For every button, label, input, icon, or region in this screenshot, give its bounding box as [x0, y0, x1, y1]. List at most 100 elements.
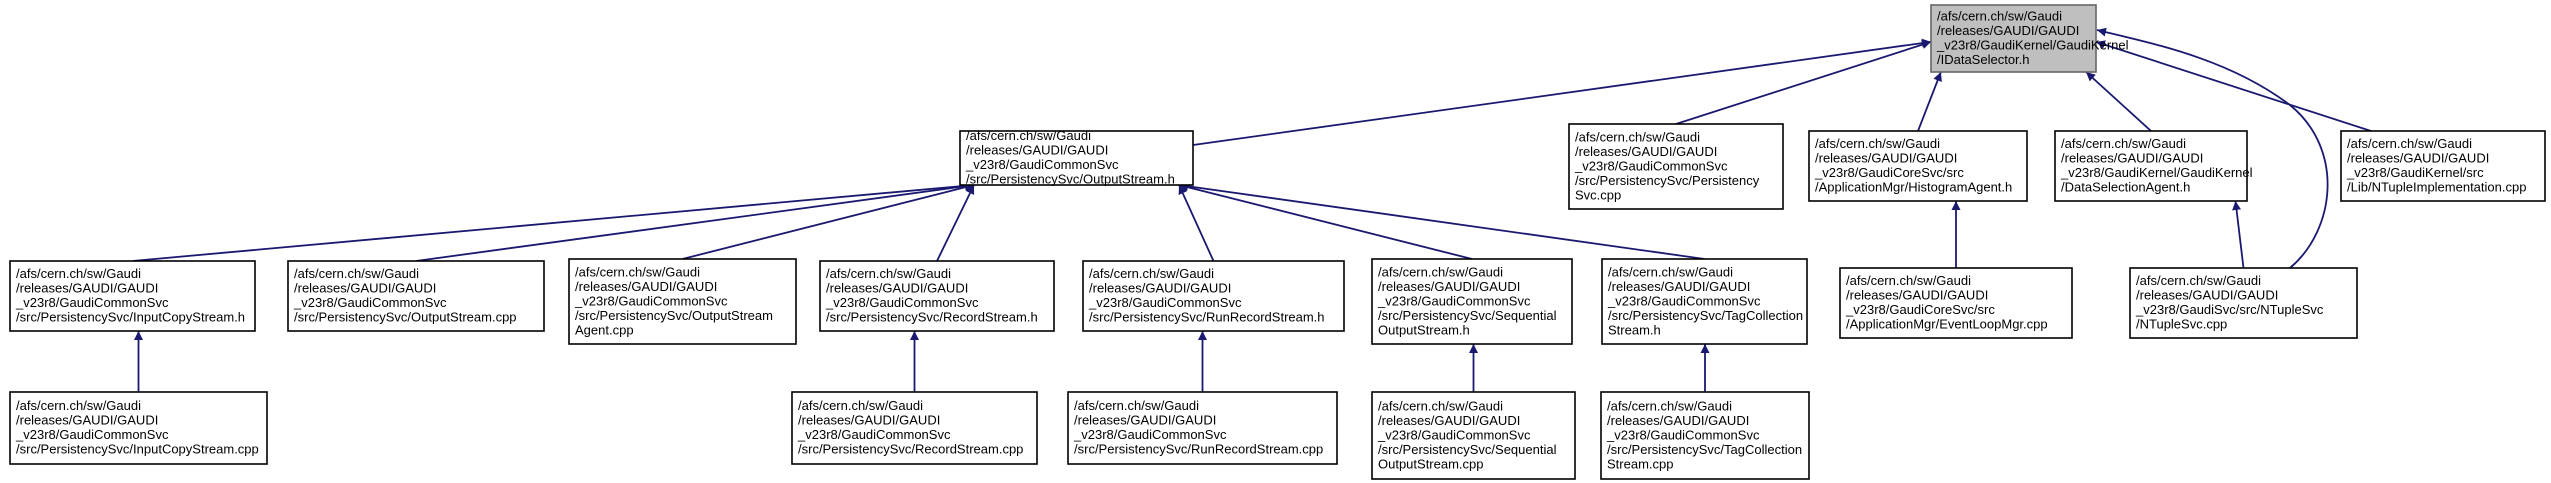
node-box: [1067, 391, 1338, 465]
node-label-line: /ApplicationMgr/EventLoopMgr.cpp: [1846, 317, 2048, 332]
node-label-line: _v23r8/GaudiCommonSvc: [965, 157, 1119, 172]
node-tagcollectionstream_cpp[interactable]: /afs/cern.ch/sw/Gaudi/releases/GAUDI/GAU…: [1600, 391, 1810, 480]
node-label-line: OutputStream.h: [1378, 322, 1470, 337]
node-label-line: /releases/GAUDI/GAUDI: [1937, 23, 2079, 38]
edges-layer: [132, 27, 2372, 392]
node-ntuplesvc_cpp[interactable]: /afs/cern.ch/sw/Gaudi/releases/GAUDI/GAU…: [2129, 267, 2358, 339]
edge-recordstream_h-to-outputstream_h: [936, 184, 975, 262]
node-dataselectionagent_h[interactable]: /afs/cern.ch/sw/Gaudi/releases/GAUDI/GAU…: [2054, 130, 2253, 202]
node-label-line: Svc.cpp: [1575, 187, 1621, 202]
node-label-line: _v23r8/GaudiCommonSvc: [1606, 427, 1760, 442]
nodes-layer: /afs/cern.ch/sw/Gaudi/releases/GAUDI/GAU…: [9, 4, 2546, 480]
node-label-line: /src/PersistencySvc/OutputStream.h: [966, 172, 1175, 187]
node-box: [1371, 258, 1573, 345]
node-label-line: /releases/GAUDI/GAUDI: [1607, 413, 1749, 428]
node-recordstream_h[interactable]: /afs/cern.ch/sw/Gaudi/releases/GAUDI/GAU…: [819, 260, 1055, 332]
node-outputstreamagent_cpp[interactable]: /afs/cern.ch/sw/Gaudi/releases/GAUDI/GAU…: [568, 258, 797, 345]
edge-persistencysvc_cpp-to-idataselector_h: [1675, 40, 1932, 125]
node-label-line: /IDataSelector.h: [1937, 52, 2030, 67]
node-box: [959, 130, 1194, 186]
edge-outputstream_cpp-to-outputstream_h: [415, 181, 975, 262]
node-label-line: /src/PersistencySvc/Sequential: [1378, 442, 1557, 457]
node-label-line: /src/PersistencySvc/OutputStream.cpp: [294, 310, 517, 325]
node-label-line: _v23r8/GaudiCommonSvc: [293, 295, 447, 310]
node-label-line: /afs/cern.ch/sw/Gaudi: [2136, 273, 2261, 288]
edge-ntupleimplementation_cpp-to-idataselector_h: [2095, 40, 2372, 132]
node-label-line: /releases/GAUDI/GAUDI: [1074, 413, 1216, 428]
node-recordstream_cpp[interactable]: /afs/cern.ch/sw/Gaudi/releases/GAUDI/GAU…: [791, 391, 1038, 465]
node-box: [9, 260, 256, 332]
node-inputcopystream_h[interactable]: /afs/cern.ch/sw/Gaudi/releases/GAUDI/GAU…: [9, 260, 256, 332]
edge-histogramagent_h-to-idataselector_h: [1917, 71, 1942, 132]
node-label-line: /releases/GAUDI/GAUDI: [575, 279, 717, 294]
node-box: [9, 391, 268, 465]
node-label-line: _v23r8/GaudiCommonSvc: [1073, 427, 1227, 442]
node-label-line: _v23r8/GaudiCoreSvc/src: [1814, 165, 1964, 180]
node-box: [1371, 391, 1576, 480]
node-label-line: /releases/GAUDI/GAUDI: [1815, 151, 1957, 166]
node-label-line: /afs/cern.ch/sw/Gaudi: [826, 266, 951, 281]
node-label-line: /releases/GAUDI/GAUDI: [1846, 288, 1988, 303]
edge-dataselectionagent_h-to-idataselector_h: [2085, 71, 2152, 132]
node-tagcollectionstream_h[interactable]: /afs/cern.ch/sw/Gaudi/releases/GAUDI/GAU…: [1601, 258, 1808, 345]
node-box: [2054, 130, 2248, 202]
node-label-line: /releases/GAUDI/GAUDI: [16, 281, 158, 296]
node-label-line: /src/PersistencySvc/RecordStream.h: [826, 310, 1038, 325]
edge-ntuplesvc_cpp-to-idataselector_h: [2096, 27, 2329, 269]
node-sequentialoutputstream_h[interactable]: /afs/cern.ch/sw/Gaudi/releases/GAUDI/GAU…: [1371, 258, 1573, 345]
node-label-line: /releases/GAUDI/GAUDI: [1378, 279, 1520, 294]
node-label-line: /NTupleSvc.cpp: [2136, 317, 2227, 332]
node-histogramagent_h[interactable]: /afs/cern.ch/sw/Gaudi/releases/GAUDI/GAU…: [1808, 130, 2028, 202]
node-runrecordstream_cpp[interactable]: /afs/cern.ch/sw/Gaudi/releases/GAUDI/GAU…: [1067, 391, 1338, 465]
node-sequentialoutputstream_cpp[interactable]: /afs/cern.ch/sw/Gaudi/releases/GAUDI/GAU…: [1371, 391, 1576, 480]
node-label-line: /releases/GAUDI/GAUDI: [1089, 281, 1231, 296]
node-label-line: /afs/cern.ch/sw/Gaudi: [1937, 9, 2062, 24]
node-outputstream_cpp[interactable]: /afs/cern.ch/sw/Gaudi/releases/GAUDI/GAU…: [287, 260, 545, 332]
node-label-line: _v23r8/GaudiCommonSvc: [1377, 427, 1531, 442]
node-box: [1082, 260, 1345, 332]
node-inputcopystream_cpp[interactable]: /afs/cern.ch/sw/Gaudi/releases/GAUDI/GAU…: [9, 391, 268, 465]
node-label-line: /src/PersistencySvc/OutputStream: [575, 308, 773, 323]
node-label-line: /afs/cern.ch/sw/Gaudi: [2061, 136, 2186, 151]
node-persistencysvc_cpp[interactable]: /afs/cern.ch/sw/Gaudi/releases/GAUDI/GAU…: [1568, 123, 1784, 210]
edge-inputcopystream_h-to-outputstream_h: [132, 181, 975, 262]
node-label-line: /src/PersistencySvc/TagCollection: [1607, 442, 1802, 457]
node-label-line: /afs/cern.ch/sw/Gaudi: [294, 266, 419, 281]
node-label-line: /src/PersistencySvc/Persistency: [1575, 173, 1760, 188]
node-label-line: /releases/GAUDI/GAUDI: [1608, 279, 1750, 294]
node-box: [819, 260, 1055, 332]
node-ntupleimplementation_cpp[interactable]: /afs/cern.ch/sw/Gaudi/releases/GAUDI/GAU…: [2340, 130, 2546, 202]
node-label-line: /afs/cern.ch/sw/Gaudi: [575, 264, 700, 279]
node-label-line: /releases/GAUDI/GAUDI: [826, 281, 968, 296]
node-label-line: _v23r8/GaudiSvc/src/NTupleSvc: [2135, 302, 2324, 317]
node-label-line: /releases/GAUDI/GAUDI: [16, 413, 158, 428]
node-outputstream_h[interactable]: /afs/cern.ch/sw/Gaudi/releases/GAUDI/GAU…: [959, 128, 1194, 187]
node-box: [1601, 258, 1808, 345]
node-label-line: /src/PersistencySvc/RunRecordStream.cpp: [1074, 442, 1323, 457]
node-label-line: /afs/cern.ch/sw/Gaudi: [1074, 398, 1199, 413]
node-label-line: Agent.cpp: [575, 322, 634, 337]
node-label-line: /releases/GAUDI/GAUDI: [294, 281, 436, 296]
node-box: [2340, 130, 2546, 202]
node-label-line: _v23r8/GaudiCommonSvc: [574, 293, 728, 308]
node-box: [791, 391, 1038, 465]
node-runrecordstream_h[interactable]: /afs/cern.ch/sw/Gaudi/releases/GAUDI/GAU…: [1082, 260, 1345, 332]
node-label-line: OutputStream.cpp: [1378, 456, 1484, 471]
node-label-line: /afs/cern.ch/sw/Gaudi: [1378, 264, 1503, 279]
node-label-line: /src/PersistencySvc/RunRecordStream.h: [1089, 310, 1325, 325]
node-label-line: /afs/cern.ch/sw/Gaudi: [798, 398, 923, 413]
node-label-line: /afs/cern.ch/sw/Gaudi: [1815, 136, 1940, 151]
node-idataselector_h[interactable]: /afs/cern.ch/sw/Gaudi/releases/GAUDI/GAU…: [1930, 4, 2129, 73]
node-label-line: /afs/cern.ch/sw/Gaudi: [16, 266, 141, 281]
node-label-line: _v23r8/GaudiCoreSvc/src: [1845, 302, 1995, 317]
node-eventloopmgr_cpp[interactable]: /afs/cern.ch/sw/Gaudi/releases/GAUDI/GAU…: [1839, 267, 2073, 339]
node-label-line: /src/PersistencySvc/InputCopyStream.h: [16, 310, 245, 325]
node-label-line: /releases/GAUDI/GAUDI: [1378, 413, 1520, 428]
node-label-line: /src/PersistencySvc/TagCollection: [1608, 308, 1803, 323]
edge-tagcollectionstream_h-to-outputstream_h: [1178, 181, 1705, 260]
edge-ntuplesvc_cpp-to-dataselectionagent_h: [2232, 200, 2245, 269]
node-box: [1568, 123, 1784, 210]
node-label-line: /afs/cern.ch/sw/Gaudi: [1089, 266, 1214, 281]
node-label-line: _v23r8/GaudiCommonSvc: [1607, 293, 1761, 308]
